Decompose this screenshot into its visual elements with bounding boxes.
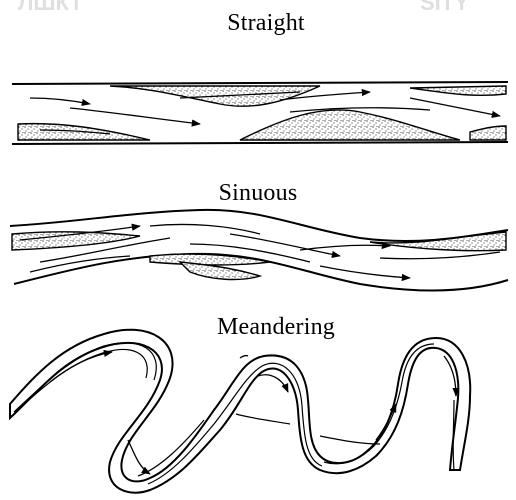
meander-flow-arrows bbox=[50, 352, 456, 474]
sinuous-flow-arrows bbox=[20, 224, 500, 278]
straight-upper-bank bbox=[12, 82, 508, 84]
meander-inner-threads bbox=[14, 343, 454, 484]
meander-channel-outline bbox=[10, 330, 470, 493]
sinuous-lower-bank bbox=[14, 254, 508, 291]
straight-lower-bank bbox=[12, 142, 508, 144]
meandering-channel bbox=[10, 330, 470, 493]
sinuous-channel bbox=[10, 210, 508, 291]
